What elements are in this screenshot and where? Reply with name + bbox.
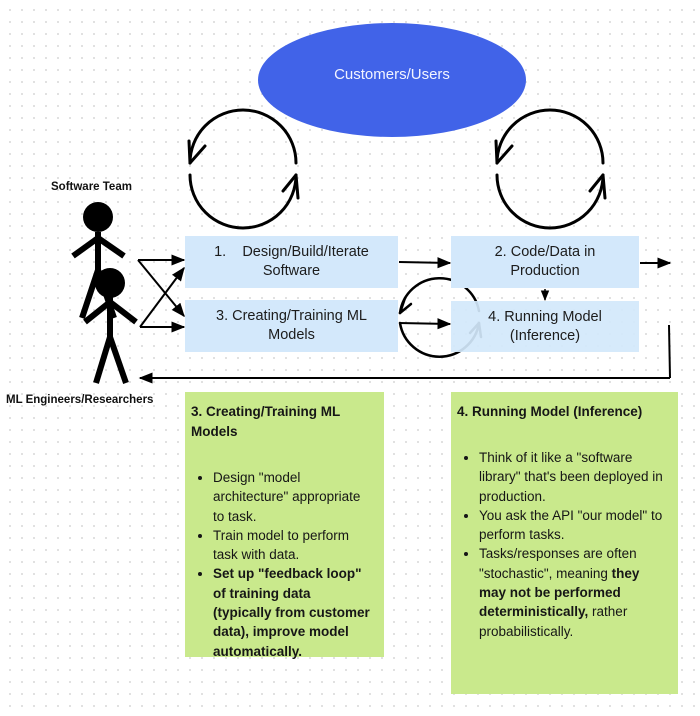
list-item: Set up "feedback loop" of training data … (213, 564, 372, 660)
step-production[interactable]: 2. Code/Data in Production (451, 236, 639, 288)
step-design-build[interactable]: 1. Design/Build/Iterate Software (185, 236, 398, 288)
note-training: 3. Creating/Training ML Models Design "m… (185, 392, 384, 659)
customers-ellipse[interactable] (258, 23, 526, 137)
bold-text: Set up "feedback loop" of training data … (213, 566, 370, 659)
step-inference[interactable]: 4. Running Model (Inference) (451, 301, 639, 352)
step-design-line2: Software (262, 263, 321, 279)
plain-text: rather probabilistically. (479, 604, 628, 639)
actor-to-step-arrows (137, 254, 186, 333)
bold-text: they may not be performed deterministica… (479, 565, 640, 620)
list-item: Train model to perform task with data. (213, 526, 372, 565)
arrow-design-to-production (398, 257, 452, 269)
list-item: You ask the API "our model" to perform t… (479, 506, 666, 545)
step-inference-line2: (Inference) (509, 327, 581, 344)
note-training-list: Design "model architecture" appropriate … (191, 468, 372, 661)
software-team-figure (71, 202, 126, 319)
feedback-return-arrow (138, 324, 671, 384)
customers-label: Customers/Users (334, 66, 450, 83)
cycle-arrows-icon-left (187, 108, 300, 230)
note-training-title: 3. Creating/Training ML Models (191, 404, 341, 439)
list-item: Think of it like a "software library" th… (479, 448, 666, 506)
step-design-line1: Design/Build/Iterate (242, 244, 369, 260)
software-team-label: Software Team (51, 181, 132, 193)
step-inference-line1: 4. Running Model (488, 308, 602, 325)
step-production-line1: 2. Code/Data in (494, 244, 596, 260)
list-item: Design "model architecture" appropriate … (213, 468, 372, 526)
list-item: Tasks/responses are often "stochastic", … (479, 544, 666, 640)
arrow-training-to-inference (398, 318, 452, 330)
note-inference-title: 4. Running Model (Inference) (457, 404, 643, 419)
ml-engineers-label: ML Engineers/Researchers (6, 394, 154, 406)
ml-engineer-figure (83, 268, 138, 384)
step-production-line2: Production (510, 263, 580, 279)
step-training-line2: Models (268, 327, 315, 343)
note-inference: 4. Running Model (Inference) Think of it… (451, 392, 678, 694)
note-inference-list: Think of it like a "software library" th… (457, 448, 666, 641)
cycle-arrows-icon-right (494, 108, 607, 230)
step-design-number: 1. (214, 244, 227, 260)
plain-text: Tasks/responses are often "stochastic", … (479, 546, 637, 581)
step-training-line1: 3. Creating/Training ML (216, 308, 367, 324)
step-training[interactable]: 3. Creating/Training ML Models (185, 300, 398, 352)
